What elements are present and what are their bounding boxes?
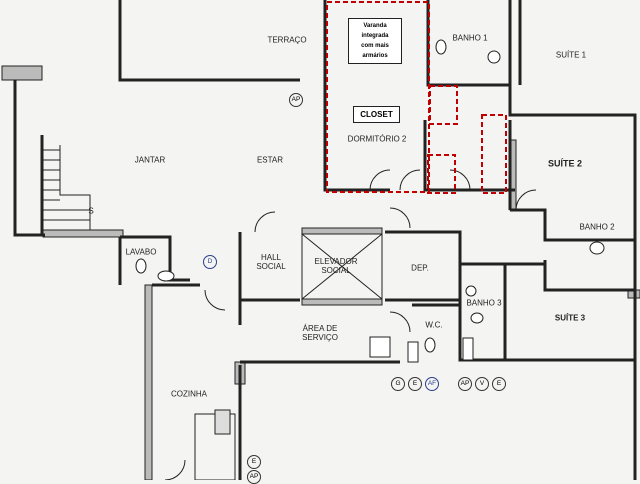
- fixtures: [135, 39, 605, 363]
- varanda-note-line: com mais: [361, 43, 389, 49]
- room-elevador-social: ELEVADOR SOCIAL: [315, 257, 358, 275]
- room-lavabo: LAVABO: [125, 247, 157, 257]
- walls: [13, 0, 637, 480]
- room-elevador-line: SOCIAL: [321, 266, 351, 275]
- room-wc: W.C.: [425, 320, 443, 330]
- room-area-servico-line: ÁREA DE: [302, 324, 338, 333]
- room-banho1: BANHO 1: [452, 33, 488, 43]
- marker-e-cozinha: E: [247, 455, 261, 469]
- room-jantar: JANTAR: [134, 155, 166, 165]
- marker-ap-cozinha: AP: [247, 470, 261, 484]
- stair-mark: S: [88, 206, 94, 216]
- marker-v: V: [475, 377, 489, 391]
- marker-d-lavabo: D: [203, 255, 217, 269]
- marker-e: E: [408, 377, 422, 391]
- varanda-note-line: integrada: [361, 33, 389, 39]
- room-area-servico-line: SERVIÇO: [302, 333, 338, 342]
- varanda-note-line: armários: [362, 53, 388, 59]
- room-dep: DEP.: [411, 263, 429, 273]
- closet-note: CLOSET: [353, 106, 400, 123]
- room-elevador-line: ELEVADOR: [314, 257, 358, 266]
- room-banho3: BANHO 3: [466, 298, 502, 308]
- stairs: [42, 145, 91, 230]
- marker-ap-terraco: AP: [289, 93, 303, 107]
- room-suite2: SUÍTE 2: [547, 158, 583, 169]
- room-suite3: SUÍTE 3: [554, 313, 586, 323]
- elevator: [301, 233, 383, 300]
- varanda-note-line: Varanda: [363, 23, 387, 29]
- room-suite1: SUÍTE 1: [555, 50, 587, 60]
- room-hall-social: HALL SOCIAL: [256, 253, 285, 271]
- marker-af: AF: [425, 377, 439, 391]
- room-hall-social-line: HALL: [260, 253, 281, 262]
- room-banho2: BANHO 2: [579, 222, 615, 232]
- marker-ap: AP: [458, 377, 472, 391]
- room-estar: ESTAR: [256, 155, 284, 165]
- marker-e: E: [492, 377, 506, 391]
- varanda-note: Varanda integrada com mais armários: [348, 18, 402, 64]
- room-cozinha: COZINHA: [171, 389, 207, 399]
- room-area-servico: ÁREA DE SERVIÇO: [302, 324, 338, 342]
- room-dormitorio2: DORMITÓRIO 2: [347, 134, 407, 144]
- room-terraco: TERRAÇO: [267, 35, 307, 45]
- highlight-dashed-areas: [326, 1, 507, 194]
- room-hall-social-line: SOCIAL: [256, 262, 286, 271]
- marker-g: G: [391, 377, 405, 391]
